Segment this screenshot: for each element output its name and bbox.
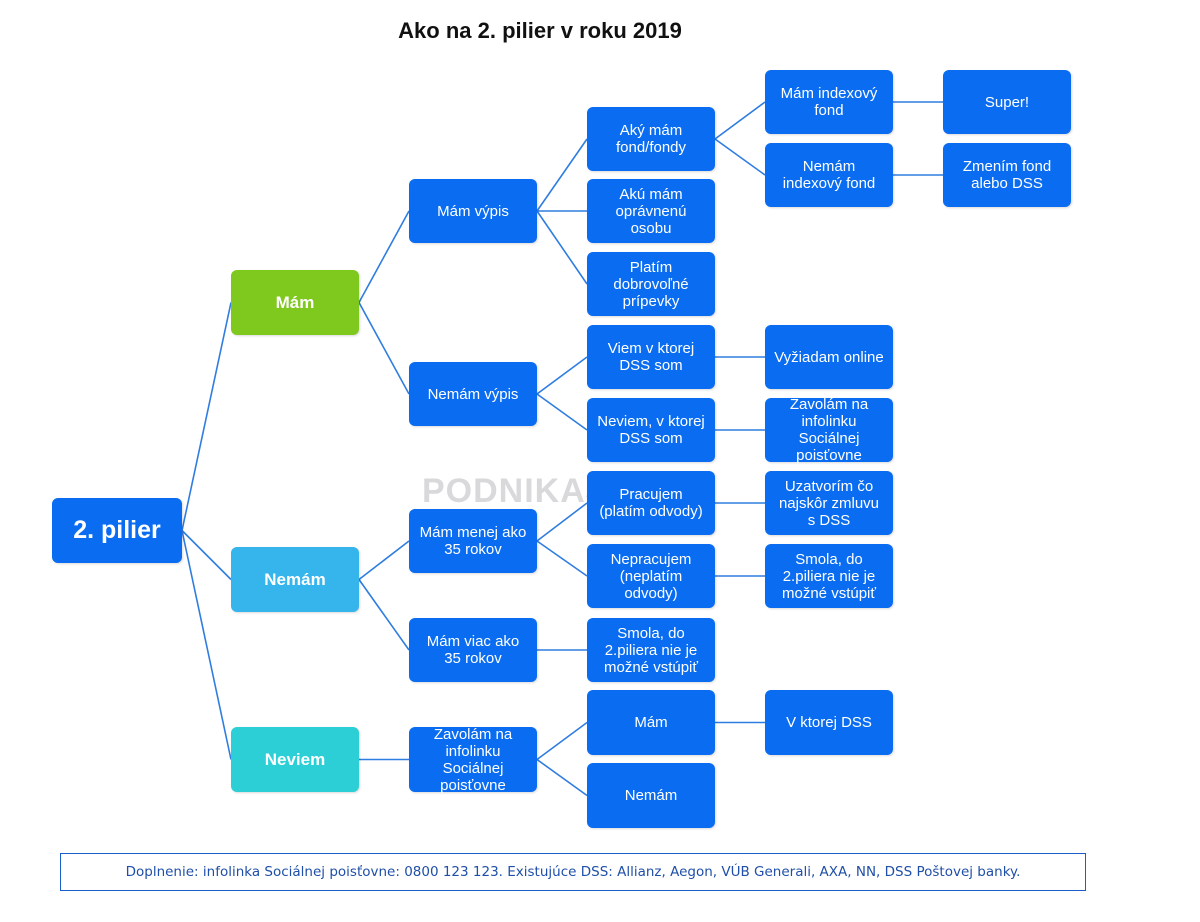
edge-nemam-mam_viac	[358, 579, 410, 651]
node-nemam-index: Nemám indexový fond	[765, 143, 893, 207]
node-aky-fond: Aký mám fond/fondy	[587, 107, 715, 171]
node-super: Super!	[943, 70, 1071, 134]
node-mam-index: Mám indexový fond	[765, 70, 893, 134]
diagram-title: Ako na 2. pilier v roku 2019	[398, 18, 682, 43]
edge-mam-nemam_vypis	[358, 302, 410, 395]
node-v-ktorej: V ktorej DSS	[765, 690, 893, 755]
node-nemam-2: Nemám	[587, 763, 715, 828]
node-mam-vypis: Mám výpis	[409, 179, 537, 243]
node-mam-2: Mám	[587, 690, 715, 755]
edge-nemam_vypis-neviem_dss	[536, 393, 588, 431]
node-neviem-dss: Neviem, v ktorej DSS som	[587, 398, 715, 462]
node-mam-viac: Mám viac ako 35 rokov	[409, 618, 537, 682]
footnote-text: Doplnenie: infolinka Sociálnej poisťovne…	[125, 864, 1021, 880]
node-vyziadam: Vyžiadam online	[765, 325, 893, 389]
node-root: 2. pilier	[52, 498, 182, 563]
edge-mam_vypis-aky_fond	[536, 138, 588, 212]
edge-mam_menej-pracujem	[536, 502, 588, 542]
edge-nemam-mam_menej	[358, 540, 410, 581]
edge-mam_vypis-platim	[536, 210, 588, 285]
node-smola-1: Smola, do 2.piliera nie je možné vstúpiť	[587, 618, 715, 682]
node-smola-2: Smola, do 2.piliera nie je možné vstúpiť	[765, 544, 893, 608]
node-zavolam-2: Zavolám na infolinku Sociálnej poisťovne	[765, 396, 893, 464]
edge-zavolam1-mam2	[536, 721, 588, 761]
footnote-box: Doplnenie: infolinka Sociálnej poisťovne…	[60, 853, 1086, 891]
node-pracujem: Pracujem (platím odvody)	[587, 471, 715, 535]
edge-root-neviem	[181, 530, 232, 760]
node-opravnena: Akú mám oprávnenú osobu	[587, 179, 715, 243]
edge-root-nemam	[181, 529, 232, 581]
edge-nemam_vypis-viem_dss	[536, 356, 588, 395]
node-platim: Platím dobrovoľné prípevky	[587, 252, 715, 316]
node-viem-dss: Viem v ktorej DSS som	[587, 325, 715, 389]
edge-aky_fond-nemam_index	[714, 138, 766, 176]
node-nemam-vypis: Nemám výpis	[409, 362, 537, 426]
node-neviem: Neviem	[231, 727, 359, 792]
node-mam: Mám	[231, 270, 359, 335]
edge-zavolam1-nemam2	[536, 758, 588, 797]
edge-aky_fond-mam_index	[714, 101, 766, 140]
node-mam-menej: Mám menej ako 35 rokov	[409, 509, 537, 573]
node-uzatvorim: Uzatvorím čo najskôr zmluvu s DSS	[765, 471, 893, 535]
node-zmenim: Zmením fond alebo DSS	[943, 143, 1071, 207]
node-nepracujem: Nepracujem (neplatím odvody)	[587, 544, 715, 608]
edge-root-mam	[181, 302, 232, 531]
edge-mam_menej-nepracujem	[536, 540, 588, 577]
node-zavolam-1: Zavolám na infolinku Sociálnej poisťovne	[409, 726, 537, 794]
edge-mam-mam_vypis	[358, 210, 410, 303]
node-nemam: Nemám	[231, 547, 359, 612]
